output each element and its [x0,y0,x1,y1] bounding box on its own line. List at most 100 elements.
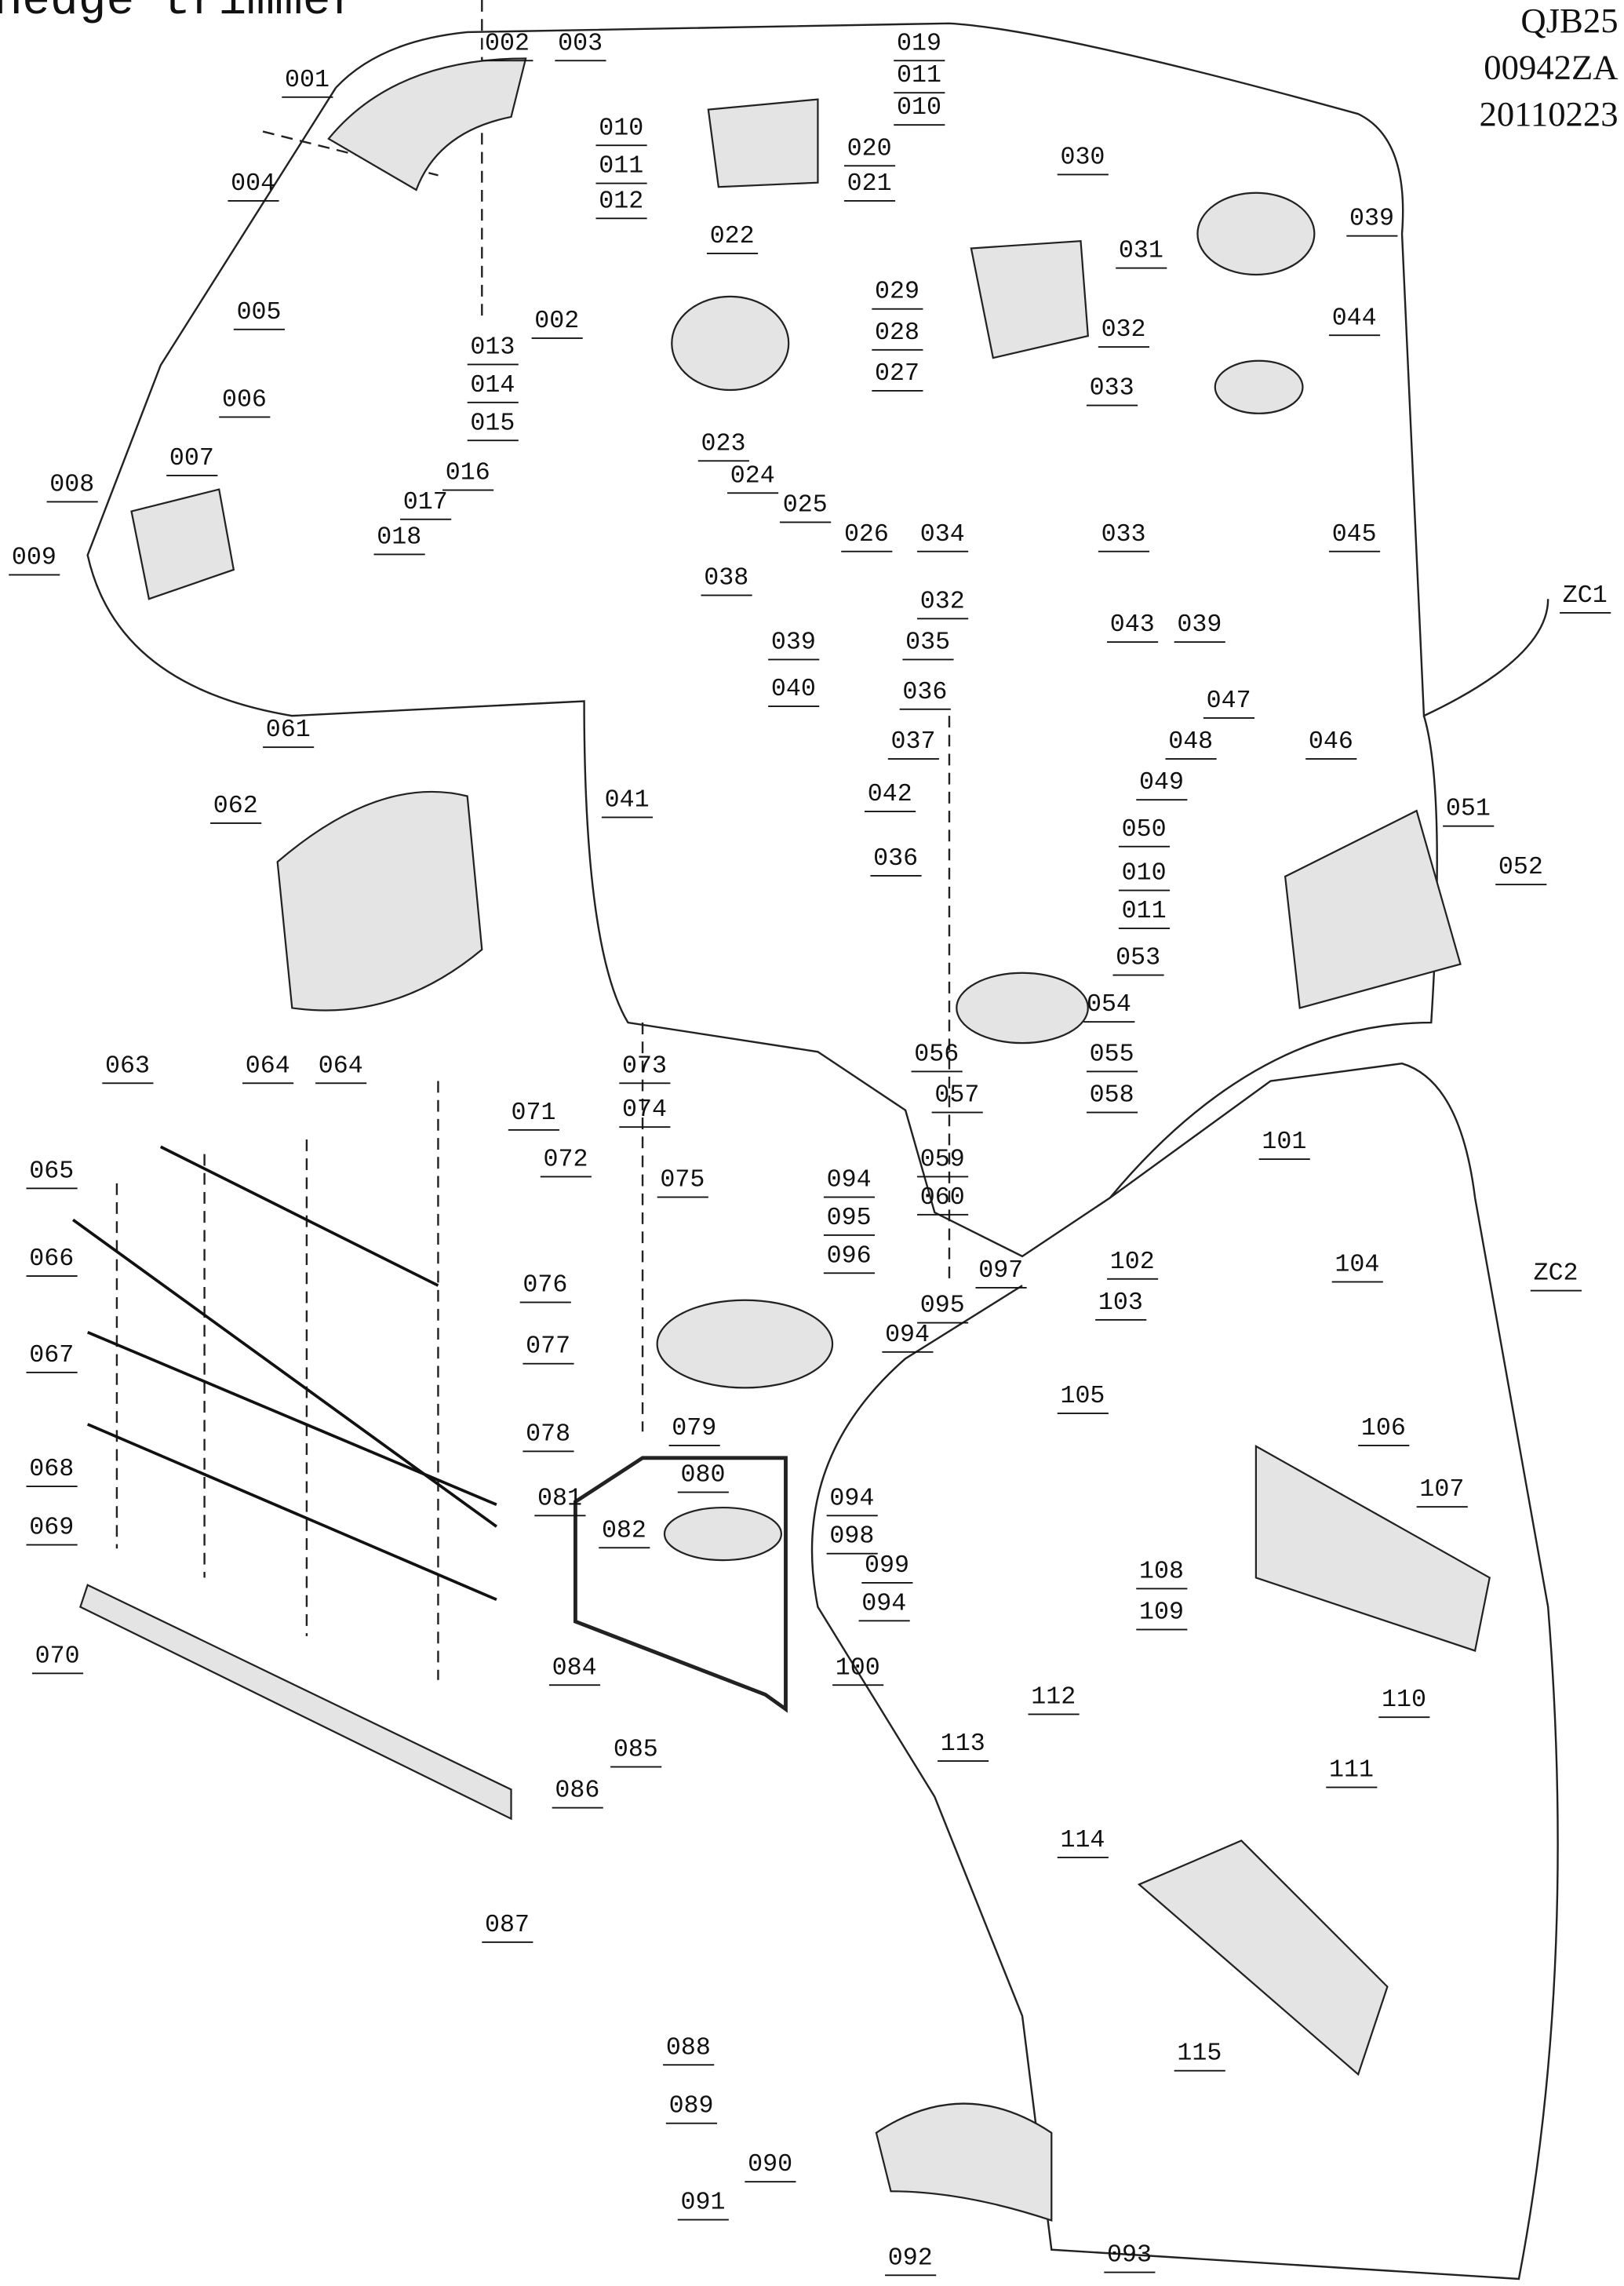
upper-blade-drawing [86,1330,497,1507]
part-number-label: 094 [826,1486,878,1517]
part-number-label: 040 [768,677,819,707]
part-number-label: 041 [601,788,653,819]
part-number-label: 058 [1086,1083,1138,1114]
part-number-label: 086 [552,1778,603,1809]
part-number-label: 026 [841,522,892,552]
gearbox-drawing [656,1299,834,1389]
part-number-label: 020 [843,137,895,167]
part-number-label: 102 [1107,1250,1158,1280]
part-number-label: 107 [1416,1478,1468,1508]
engine-group-outline [335,22,1549,718]
part-number-label: 057 [931,1083,983,1114]
part-number-label: 004 [228,172,279,202]
model-code: QJB25 [1520,2,1619,42]
part-number-label: 032 [917,589,968,620]
part-number-label: 106 [1358,1416,1409,1446]
part-number-label: 044 [1328,306,1380,337]
part-number-label: 016 [442,461,493,491]
part-number-label: 012 [595,189,646,220]
part-number-label: 033 [1086,376,1138,407]
part-number-label: 066 [26,1247,77,1277]
part-number-label: 097 [975,1259,1026,1289]
gearbox-group-box [573,1456,788,1713]
part-number-label: 001 [282,68,333,98]
part-number-label: 093 [1104,2243,1155,2273]
part-number-label: 054 [1083,993,1134,1023]
part-number-label: 029 [872,279,923,310]
part-number-label: 067 [26,1344,77,1373]
part-number-label: 060 [917,1186,968,1216]
part-number-label: 032 [1098,318,1149,348]
part-number-label: 068 [26,1457,77,1488]
part-number-label: 034 [917,522,968,552]
part-number-label: 050 [1118,818,1170,848]
part-number-label: 095 [823,1206,875,1236]
part-number-label: 088 [663,2036,714,2066]
part-number-label: ZC1 [1560,584,1611,614]
part-number-label: 079 [668,1416,719,1446]
part-number-label: 091 [677,2190,729,2221]
part-number-label: 075 [657,1168,708,1198]
part-number-label: 076 [519,1273,571,1303]
part-number-label: 081 [534,1486,585,1517]
part-number-label: 010 [1118,861,1170,891]
connecting-bar-drawing [71,1218,498,1528]
fan-drawing [956,972,1089,1045]
part-number-label: 015 [467,411,519,442]
front-handle-drawing [276,790,483,1012]
part-number-label: 113 [938,1732,989,1762]
part-number-label: 061 [263,718,314,749]
part-number-label: 110 [1378,1688,1429,1719]
part-number-label: 046 [1305,730,1356,760]
part-number-label: 039 [1174,613,1225,644]
part-number-label: 006 [219,388,270,418]
part-number-label: 112 [1028,1685,1079,1715]
part-number-label: 053 [1112,946,1163,976]
part-number-label: 111 [1326,1758,1377,1788]
part-number-label: 052 [1495,855,1546,886]
part-number-label: 063 [102,1054,153,1085]
part-number-label: 100 [832,1656,883,1686]
part-number-label: 096 [823,1244,875,1274]
lower-blade-drawing [86,1423,497,1602]
pulley-drawing [1214,359,1304,414]
part-number-label: 064 [315,1054,366,1085]
part-number-label: 062 [210,794,261,824]
part-number-label: 094 [858,1591,909,1622]
part-number-label: 010 [595,116,646,147]
part-number-label: 047 [1203,689,1254,719]
part-number-label: 045 [1328,522,1380,552]
part-number-label: 084 [548,1656,600,1686]
part-number-label: 108 [1136,1559,1187,1590]
part-number-label: 115 [1174,2041,1225,2072]
diagram-title: Hedge trimmer [0,0,359,28]
part-number-label: 065 [26,1159,77,1190]
part-number-label: 089 [665,2094,717,2124]
part-number-label: 014 [467,374,519,403]
part-number-label: 025 [780,493,831,523]
part-number-label: 056 [911,1042,963,1073]
part-number-label: 007 [166,447,217,476]
part-number-label: 048 [1165,730,1216,760]
part-number-label: 011 [1118,899,1170,929]
part-number-label: 094 [823,1168,875,1198]
part-number-label: 027 [872,362,923,392]
part-number-label: 036 [870,847,921,877]
blade-guard-drawing [79,1584,512,1821]
clamp-drawing [875,2102,1053,2222]
part-number-label: 090 [745,2153,796,2183]
part-number-label: 021 [843,172,895,202]
muffler-drawing [707,98,819,188]
part-number-label: 087 [482,1913,533,1943]
part-number-label: 078 [523,1422,573,1453]
date-code: 20110223 [1479,96,1619,135]
part-number-label: 082 [599,1519,650,1549]
part-number-label: 002 [482,31,533,62]
part-number-label: 018 [373,525,424,556]
part-number-label: 011 [894,64,945,94]
part-number-label: 010 [894,96,945,126]
gear-drawing [663,1506,783,1562]
part-number-label: 023 [697,432,749,462]
part-number-label: 013 [467,335,519,366]
